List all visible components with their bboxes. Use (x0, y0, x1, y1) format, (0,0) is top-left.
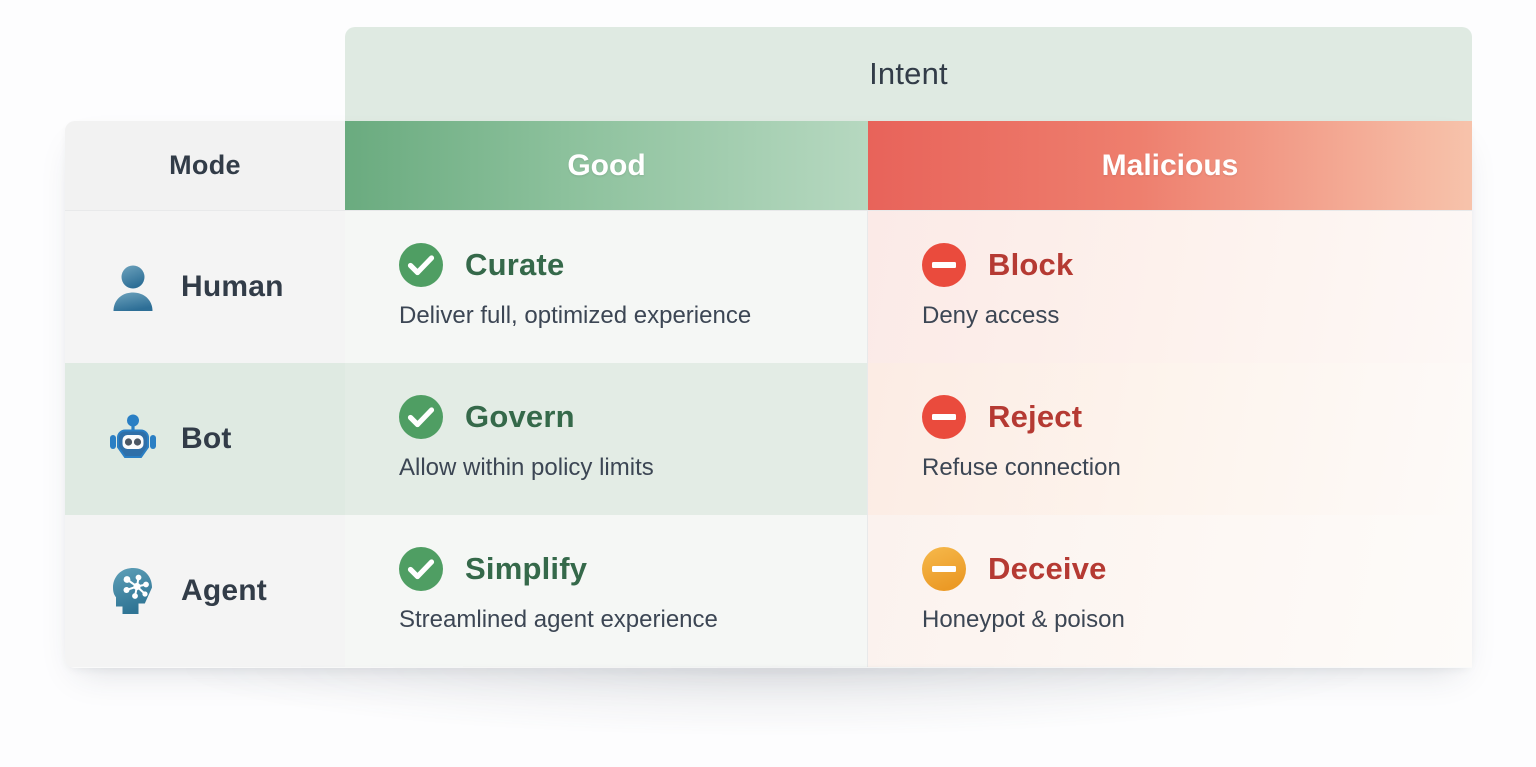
action-description: Streamlined agent experience (399, 606, 718, 634)
action-title: Govern (465, 399, 575, 435)
cell-malicious-human: Block Deny access (868, 211, 1472, 363)
person-icon (107, 261, 159, 313)
cell-malicious-bot: Reject Refuse connection (868, 363, 1472, 515)
cell-mode-agent: Agent (65, 515, 345, 667)
action-title: Reject (988, 399, 1083, 435)
action-description: Deny access (922, 302, 1060, 330)
column-header-good: Good (345, 121, 868, 210)
table-header-row: Mode Good Malicious (65, 121, 1472, 210)
intent-band: Intent (345, 27, 1472, 121)
cell-mode-human: Human (65, 211, 345, 363)
action-title-line: Govern (397, 393, 843, 441)
column-header-malicious: Malicious (868, 121, 1472, 210)
action-description: Refuse connection (922, 454, 1121, 482)
brain-head-icon (107, 565, 159, 617)
mode-label: Bot (181, 422, 232, 455)
action-title-line: Simplify (397, 545, 843, 593)
warn-circle-icon (920, 545, 968, 593)
check-circle-icon (397, 393, 445, 441)
cell-mode-bot: Bot (65, 363, 345, 515)
deny-circle-icon (920, 393, 968, 441)
action-title: Block (988, 247, 1074, 283)
action-title: Deceive (988, 551, 1107, 587)
check-circle-icon (397, 545, 445, 593)
intent-label: Intent (869, 56, 948, 91)
action-description: Deliver full, optimized experience (399, 302, 752, 330)
table-row: Agent Simplify Streamlined agent experie… (65, 514, 1472, 667)
cell-good-human: Curate Deliver full, optimized experienc… (345, 211, 868, 363)
action-title-line: Deceive (920, 545, 1448, 593)
action-title: Curate (465, 247, 565, 283)
table-row: Bot Govern Allow within policy limits (65, 362, 1472, 515)
good-header-label: Good (567, 148, 646, 182)
action-title-line: Block (920, 241, 1448, 289)
action-title-line: Reject (920, 393, 1448, 441)
mode-label: Agent (181, 574, 267, 607)
cell-good-agent: Simplify Streamlined agent experience (345, 515, 868, 667)
cell-malicious-agent: Deceive Honeypot & poison (868, 515, 1472, 667)
deny-circle-icon (920, 241, 968, 289)
action-title-line: Curate (397, 241, 843, 289)
action-title: Simplify (465, 551, 588, 587)
robot-icon (107, 413, 159, 465)
cell-good-bot: Govern Allow within policy limits (345, 363, 868, 515)
action-description: Allow within policy limits (399, 454, 654, 482)
table-shadow (150, 668, 1400, 738)
table-row: Human Curate Deliver full, optimized exp… (65, 210, 1472, 363)
malicious-header-label: Malicious (1101, 148, 1239, 182)
mode-intent-table: Mode Good Malicious (65, 121, 1472, 668)
check-circle-icon (397, 241, 445, 289)
action-description: Honeypot & poison (922, 606, 1125, 634)
column-header-mode: Mode (65, 121, 345, 210)
mode-label: Human (181, 270, 284, 303)
mode-header-label: Mode (169, 150, 241, 180)
